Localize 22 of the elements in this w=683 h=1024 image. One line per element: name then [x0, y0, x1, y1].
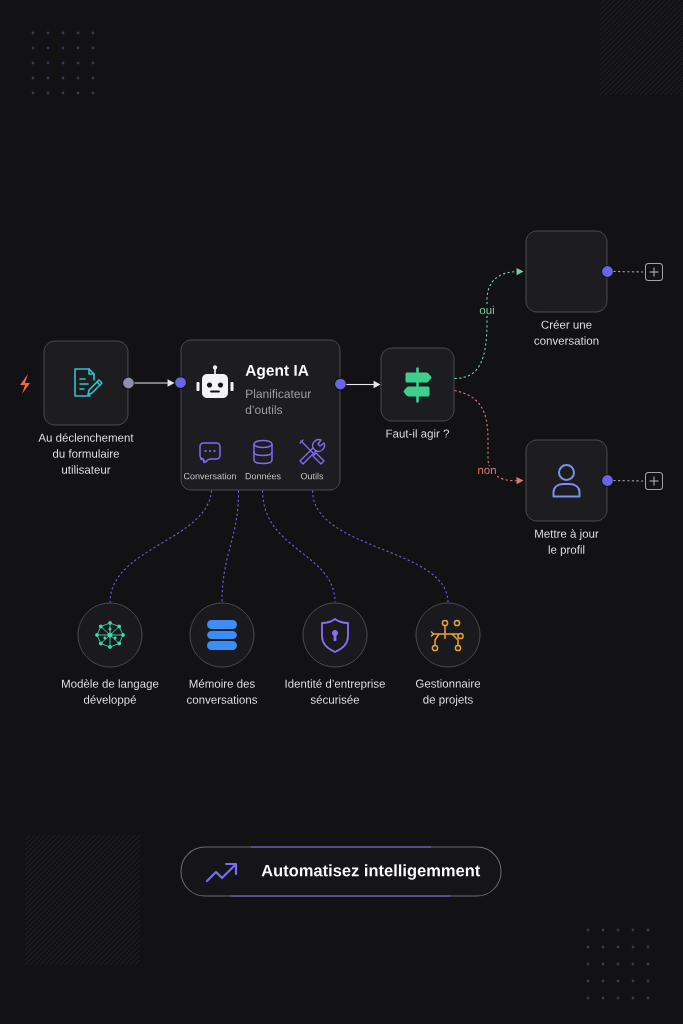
tab-label: Conversation	[183, 472, 236, 480]
edge-label: oui	[477, 304, 497, 316]
connector	[109, 489, 213, 604]
tool-caption: Modèle de langage développé	[62, 679, 159, 707]
card-subtitle: Planificateur d’outils	[245, 389, 312, 414]
step-caption: Faut-il agir ?	[386, 429, 449, 440]
tab-label: Outils	[300, 472, 324, 480]
step-caption: Créer une conversation	[534, 320, 599, 345]
tool-caption: Identité d’entreprise sécurisée	[285, 679, 385, 704]
tab-label: Données	[245, 472, 281, 480]
connector	[612, 270, 646, 273]
connector	[262, 489, 336, 604]
tagline-pill: Automatisez intelligemment	[180, 846, 502, 897]
connector	[612, 479, 646, 482]
tool-caption: Gestionnaire de projets	[416, 679, 481, 706]
step-caption: Au déclenchement du formulaire utilisateur	[38, 433, 134, 474]
tool-caption: Mémoire des conversations	[187, 679, 258, 704]
step-caption: Mettre à jour le profil	[535, 529, 599, 557]
connector	[312, 489, 449, 604]
card-title: Agent IA	[245, 365, 309, 379]
edge-label: non	[475, 466, 499, 476]
connector	[221, 489, 240, 604]
